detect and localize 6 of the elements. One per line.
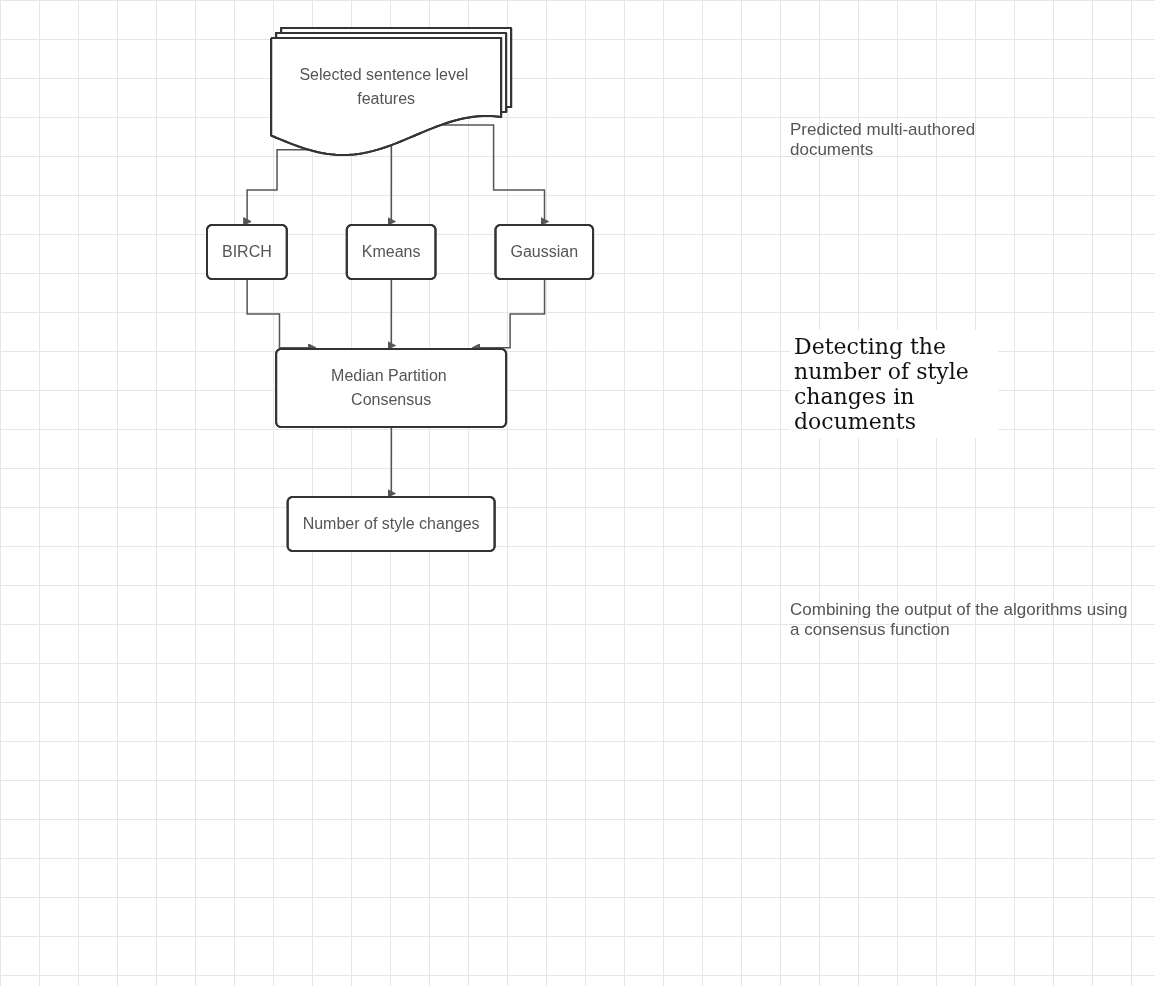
arrow	[387, 426, 396, 498]
annotation-text: Combining the output of the algorithms using a consensus function	[790, 600, 1129, 640]
annotation-text: Predicted multi-authored documents	[790, 120, 977, 160]
arrow	[387, 278, 396, 350]
annotation-text: Detecting the number of style changes in documents	[790, 330, 998, 438]
arrow	[387, 144, 396, 226]
